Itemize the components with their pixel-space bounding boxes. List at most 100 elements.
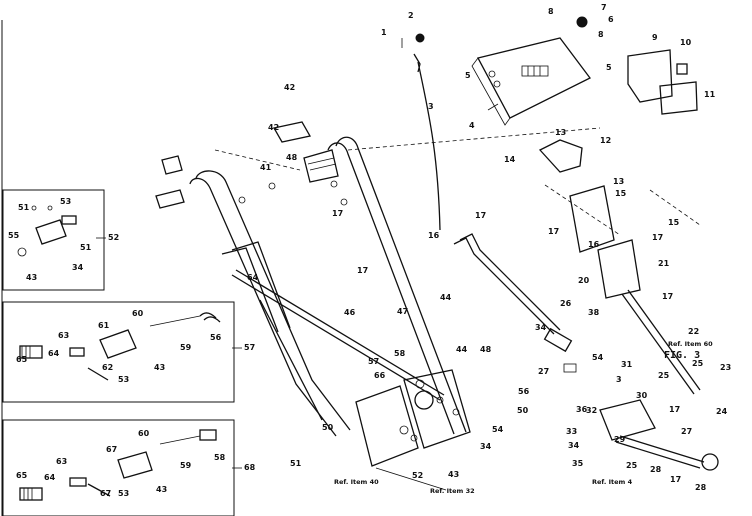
svg-text:68: 68 xyxy=(244,463,256,472)
svg-text:42: 42 xyxy=(284,83,295,92)
svg-text:54: 54 xyxy=(492,425,504,434)
svg-text:34: 34 xyxy=(480,442,492,451)
svg-text:13: 13 xyxy=(613,177,624,186)
svg-text:17: 17 xyxy=(357,266,368,275)
svg-text:17: 17 xyxy=(652,233,663,242)
svg-text:36: 36 xyxy=(576,405,588,414)
shift-lever xyxy=(453,233,577,373)
panel-connector-ticks xyxy=(96,237,242,469)
svg-text:17: 17 xyxy=(669,405,680,414)
svg-text:57: 57 xyxy=(368,357,379,366)
svg-text:50: 50 xyxy=(322,423,334,432)
svg-text:35: 35 xyxy=(572,459,584,468)
svg-text:28: 28 xyxy=(650,465,662,474)
svg-text:64: 64 xyxy=(247,273,259,282)
svg-text:38: 38 xyxy=(588,308,600,317)
svg-text:17: 17 xyxy=(332,209,343,218)
ref-item-4: Ref. Item 4 xyxy=(592,478,633,486)
svg-text:2: 2 xyxy=(408,11,414,20)
svg-text:56: 56 xyxy=(518,387,530,396)
svg-text:67: 67 xyxy=(106,445,117,454)
svg-text:30: 30 xyxy=(636,391,648,400)
svg-text:28: 28 xyxy=(695,483,707,492)
svg-text:25: 25 xyxy=(692,359,704,368)
lower-frame-plates xyxy=(355,369,471,491)
svg-text:43: 43 xyxy=(448,470,459,479)
spring-and-brackets xyxy=(155,121,348,209)
svg-text:59: 59 xyxy=(180,461,192,470)
svg-text:65: 65 xyxy=(16,471,28,480)
svg-text:14: 14 xyxy=(504,155,516,164)
svg-text:55: 55 xyxy=(8,231,20,240)
svg-text:52: 52 xyxy=(412,471,423,480)
svg-text:7: 7 xyxy=(601,3,607,12)
svg-text:67: 67 xyxy=(100,489,111,498)
svg-text:66: 66 xyxy=(374,371,386,380)
svg-text:17: 17 xyxy=(475,211,486,220)
inset-57-parts xyxy=(19,312,221,381)
svg-text:63: 63 xyxy=(56,457,67,466)
svg-text:34: 34 xyxy=(72,263,84,272)
svg-text:34: 34 xyxy=(535,323,547,332)
svg-text:47: 47 xyxy=(397,307,408,316)
svg-text:12: 12 xyxy=(600,136,611,145)
svg-text:33: 33 xyxy=(566,427,577,436)
svg-text:5: 5 xyxy=(606,63,612,72)
svg-text:43: 43 xyxy=(26,273,37,282)
svg-text:23: 23 xyxy=(720,363,731,372)
svg-text:46: 46 xyxy=(344,308,356,317)
svg-text:25: 25 xyxy=(658,371,670,380)
ref-item-40: Ref. Item 40 xyxy=(334,478,379,486)
cover-parts-9-11 xyxy=(627,49,698,115)
control-panel-assembly xyxy=(401,16,591,231)
svg-text:17: 17 xyxy=(548,227,559,236)
svg-text:16: 16 xyxy=(428,231,440,240)
ref-item-32: Ref. Item 32 xyxy=(430,487,475,495)
svg-text:41: 41 xyxy=(260,163,272,172)
inset-panel-52 xyxy=(2,189,105,291)
svg-text:42: 42 xyxy=(268,123,279,132)
svg-text:22: 22 xyxy=(688,327,699,336)
svg-text:29: 29 xyxy=(614,435,626,444)
right-handle xyxy=(327,136,467,435)
svg-text:5: 5 xyxy=(465,71,471,80)
svg-text:56: 56 xyxy=(210,333,222,342)
left-handle xyxy=(189,170,351,437)
svg-text:51: 51 xyxy=(80,243,92,252)
svg-text:51: 51 xyxy=(290,459,302,468)
svg-text:21: 21 xyxy=(658,259,670,268)
svg-text:44: 44 xyxy=(456,345,468,354)
svg-text:59: 59 xyxy=(180,343,192,352)
svg-text:27: 27 xyxy=(681,427,692,436)
svg-text:44: 44 xyxy=(440,293,452,302)
svg-text:54: 54 xyxy=(592,353,604,362)
svg-text:15: 15 xyxy=(668,218,680,227)
svg-text:16: 16 xyxy=(588,240,600,249)
svg-text:4: 4 xyxy=(469,121,475,130)
svg-text:27: 27 xyxy=(538,367,549,376)
svg-text:64: 64 xyxy=(44,473,56,482)
svg-text:60: 60 xyxy=(138,429,150,438)
svg-text:64: 64 xyxy=(48,349,60,358)
svg-text:43: 43 xyxy=(156,485,167,494)
svg-text:65: 65 xyxy=(16,355,28,364)
svg-text:62: 62 xyxy=(102,363,113,372)
inset-52-parts xyxy=(17,205,77,257)
control-rod xyxy=(231,269,445,421)
svg-text:63: 63 xyxy=(58,331,69,340)
svg-text:11: 11 xyxy=(704,90,716,99)
svg-text:25: 25 xyxy=(626,461,638,470)
svg-text:43: 43 xyxy=(154,363,165,372)
lower-right-linkage xyxy=(599,399,719,471)
dashed-assembly-lines xyxy=(214,127,701,236)
diagram-borders xyxy=(1,20,235,516)
svg-text:1: 1 xyxy=(381,28,387,37)
inset-panel-57 xyxy=(2,301,235,403)
svg-text:53: 53 xyxy=(118,489,129,498)
svg-text:48: 48 xyxy=(480,345,492,354)
svg-text:53: 53 xyxy=(60,197,71,206)
svg-text:17: 17 xyxy=(662,292,673,301)
svg-text:31: 31 xyxy=(621,360,633,369)
